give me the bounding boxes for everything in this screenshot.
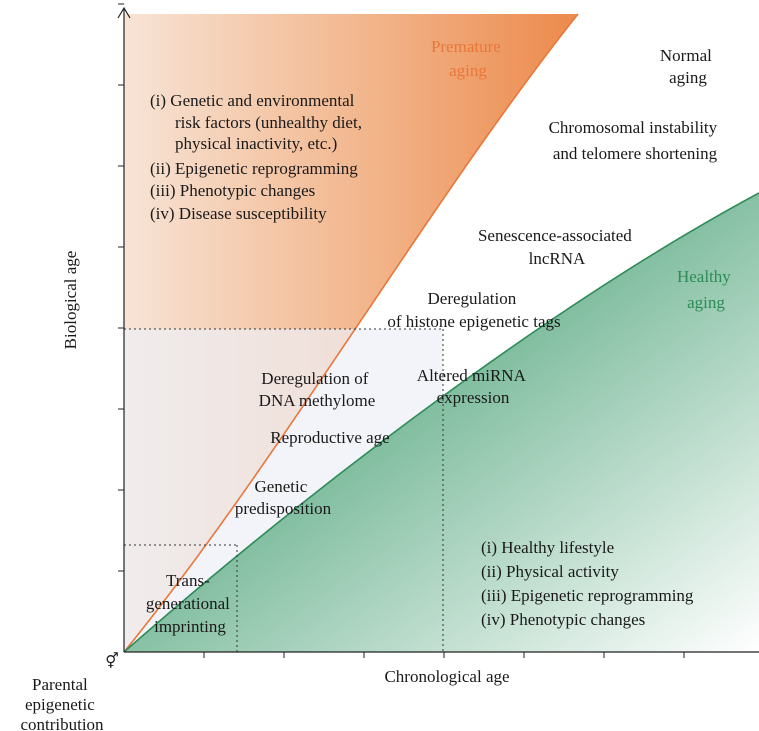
- origin-symbol: ⚥: [105, 652, 119, 670]
- chromosomal-instability-label: Chromosomal instability and telomere sho…: [549, 118, 722, 163]
- reproductive-age-label: Reproductive age: [270, 428, 389, 447]
- healthy-aging-region: [124, 193, 759, 652]
- transgenerational-imprinting-label: Trans- generational imprinting: [146, 571, 234, 636]
- premature-aging-curve: [123, 13, 579, 653]
- healthy-aging-label: Healthy aging: [677, 267, 735, 312]
- genetic-predisposition-label: Genetic predisposition: [235, 477, 332, 518]
- guide-lines: [124, 328, 444, 652]
- y-axis-label: Biological age: [61, 251, 80, 350]
- premature-factors-list: (i) Genetic and environmental risk facto…: [150, 91, 366, 223]
- healthy-aging-curve: [123, 192, 759, 653]
- y-axis-arrow: [117, 6, 131, 19]
- mirna-label: Altered miRNA expression: [417, 366, 529, 407]
- normal-aging-label: Normal aging: [660, 46, 716, 87]
- dna-methylome-label: Deregulation of DNA methylome: [259, 369, 376, 410]
- premature-aging-label: Premature aging: [431, 37, 505, 80]
- axis-ticks: [118, 3, 685, 658]
- axes: [117, 6, 759, 653]
- healthy-factors-list: (i) Healthy lifestyle (ii) Physical acti…: [481, 538, 698, 629]
- lncrna-label: Senescence-associated lncRNA: [478, 226, 636, 268]
- origin-label: Parental epigenetic contribution: [20, 675, 104, 731]
- x-axis-label: Chronological age: [384, 667, 509, 686]
- histone-tags-label: Deregulation of histone epigenetic tags: [387, 289, 560, 331]
